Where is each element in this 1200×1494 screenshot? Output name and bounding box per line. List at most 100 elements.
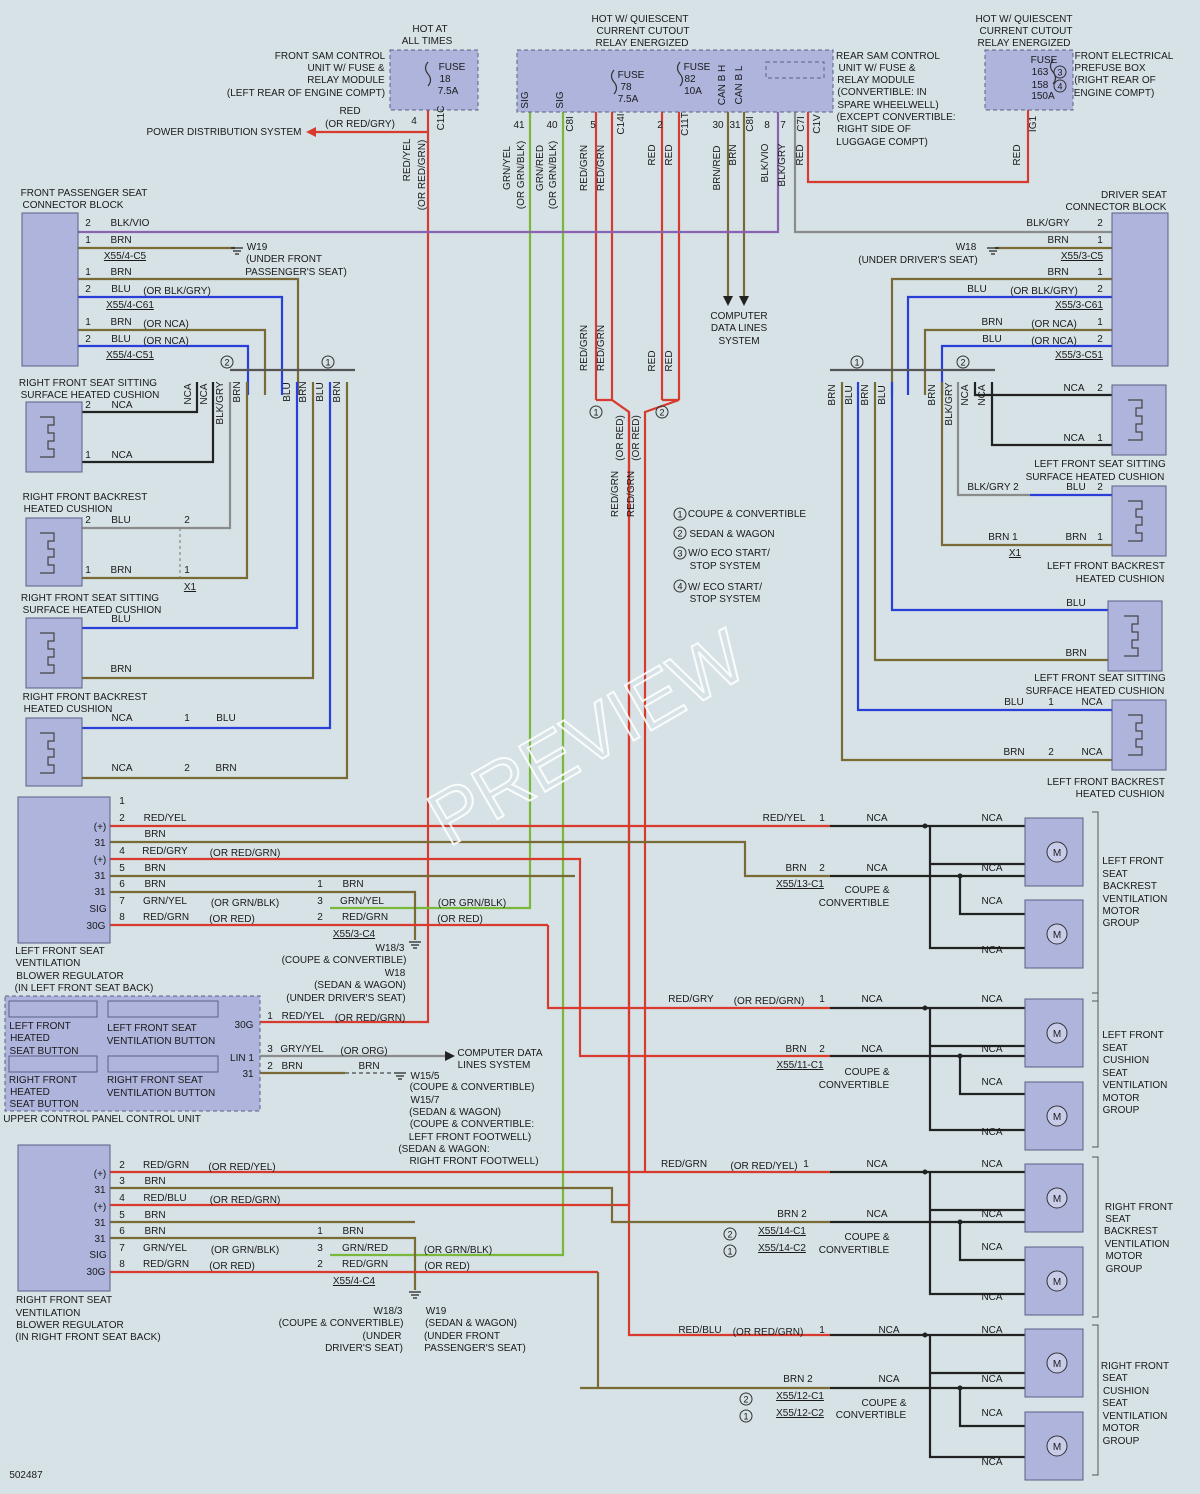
- wire-label: RED/GRN: [143, 912, 189, 923]
- pin-number: 3: [267, 1044, 273, 1055]
- label: SPARE WHEELWELL): [837, 100, 938, 111]
- pin-number: 1: [317, 1226, 323, 1237]
- pin-number: 1: [1097, 317, 1103, 328]
- label: (EXCEPT CONVERTIBLE:: [836, 112, 955, 123]
- label: RIGHT FRONT: [1101, 1361, 1169, 1372]
- grn-red-sig: [330, 112, 565, 1257]
- vertical-label: BRN: [232, 381, 243, 402]
- label: SEDAN & WAGON: [689, 529, 774, 540]
- label: COUPE & CONVERTIBLE: [688, 509, 807, 520]
- label: COUPE &: [844, 885, 889, 896]
- label: PREFUSE BOX: [1074, 63, 1145, 74]
- label: SEAT: [1102, 869, 1127, 880]
- note-number: 1: [743, 1412, 748, 1422]
- label: SURFACE HEATED CUSHION: [1026, 472, 1165, 483]
- note-circle: [673, 579, 687, 593]
- note-number: 3: [677, 549, 682, 559]
- connector-ref: X55/14-C2: [758, 1243, 806, 1254]
- connector-ref: X55/3-C4: [333, 929, 376, 940]
- note-number: 2: [727, 1230, 732, 1240]
- brn-c: [78, 328, 267, 395]
- pin-number: 2: [1097, 218, 1103, 229]
- wire-label: BRN: [342, 879, 363, 890]
- rf-nca-2: [82, 382, 215, 464]
- wire-label: (OR RED/YEL): [730, 1161, 797, 1172]
- label: HEATED CUSHION: [24, 704, 113, 715]
- label: COMPUTER DATA: [457, 1048, 543, 1059]
- wire-label: (OR RED/YEL): [208, 1162, 275, 1173]
- driver-seat-connector-block: [1111, 212, 1169, 367]
- wire-label: NCA: [111, 763, 132, 774]
- label: FRONT ELECTRICAL: [1075, 51, 1174, 62]
- motor-symbol: [1046, 1352, 1068, 1374]
- note-number: 1: [593, 408, 598, 418]
- label: PASSENGER'S SEAT): [424, 1343, 526, 1354]
- wire-label: NCA: [866, 863, 887, 874]
- wire-label: NCA: [981, 1044, 1002, 1055]
- vertical-label: RED/GRN: [579, 325, 590, 371]
- fuse-symbol: [676, 61, 684, 87]
- wire-label: BLU: [111, 334, 130, 345]
- wire-label: BLU: [1066, 482, 1085, 493]
- label: GROUP: [1103, 1436, 1140, 1447]
- label: VENTILATION: [16, 958, 81, 969]
- pin-number: 1: [85, 450, 91, 461]
- note-circle: [739, 1409, 753, 1423]
- pin-number: 30G: [87, 921, 106, 932]
- wire-label: NCA: [111, 400, 132, 411]
- label: SURFACE HEATED CUSHION: [1026, 686, 1165, 697]
- pin-number: 2: [85, 218, 91, 229]
- d-brn-b: [890, 277, 1112, 395]
- d-blu-c: [940, 344, 1112, 395]
- label: HOT W/ QUIESCENT: [591, 14, 688, 25]
- note-circle: [1053, 65, 1067, 79]
- label: CURRENT CUTOUT: [597, 26, 690, 37]
- label: VENTILATION: [1103, 894, 1168, 905]
- label: BACKREST: [1104, 1226, 1158, 1237]
- arrow: [739, 296, 749, 306]
- ground-symbol: [231, 247, 243, 255]
- connector-ref: X55/3-C61: [1055, 300, 1103, 311]
- label: VENTILATION: [1103, 1080, 1168, 1091]
- connector-ref: X55/12-C2: [776, 1408, 824, 1419]
- pin-number: 30G: [235, 1020, 254, 1031]
- pin-number: 8: [119, 1259, 125, 1270]
- vertical-label: (OR RED): [631, 415, 642, 461]
- vertical-label: BRN: [927, 384, 938, 405]
- pin-number: 2: [267, 1061, 273, 1072]
- pin-number: 2: [1048, 747, 1054, 758]
- wire-label: BRN: [981, 317, 1002, 328]
- pin-number: 1: [1097, 433, 1103, 444]
- label: (UNDER FRONT: [424, 1331, 500, 1342]
- fuse-symbol: [424, 61, 432, 87]
- lf-red-grn-out: [546, 925, 830, 1010]
- vertical-label: BLK/GRY: [215, 381, 226, 424]
- splice: [922, 1332, 928, 1338]
- vertical-label: CAN B L: [734, 65, 745, 104]
- vertical-label: C8I: [565, 116, 576, 132]
- note-number: 2: [659, 408, 664, 418]
- pin-number: SIG: [89, 1250, 106, 1261]
- label: MOTOR: [1105, 1251, 1142, 1262]
- wire-label: BRN 1: [988, 532, 1018, 543]
- pin-number: 2: [1097, 383, 1103, 394]
- vertical-label: BLU: [844, 385, 855, 404]
- lf-backrest-cushion-1: [1111, 485, 1167, 557]
- label: SEAT: [1105, 1214, 1130, 1225]
- label: (UNDER FRONT: [246, 254, 322, 265]
- note-number: 2: [743, 1395, 748, 1405]
- wire-label: NCA: [878, 1374, 899, 1385]
- nca-line: [958, 1222, 1025, 1262]
- splice: [957, 873, 963, 879]
- note-number: 4: [677, 582, 682, 592]
- label: 163: [1032, 67, 1049, 78]
- connector-ref: X55/3-C51: [1055, 350, 1103, 361]
- wire-label: BRN: [144, 879, 165, 890]
- wire-label: RED/GRY: [668, 994, 714, 1005]
- ground-symbol: [987, 247, 999, 255]
- wire-label: BRN: [1047, 235, 1068, 246]
